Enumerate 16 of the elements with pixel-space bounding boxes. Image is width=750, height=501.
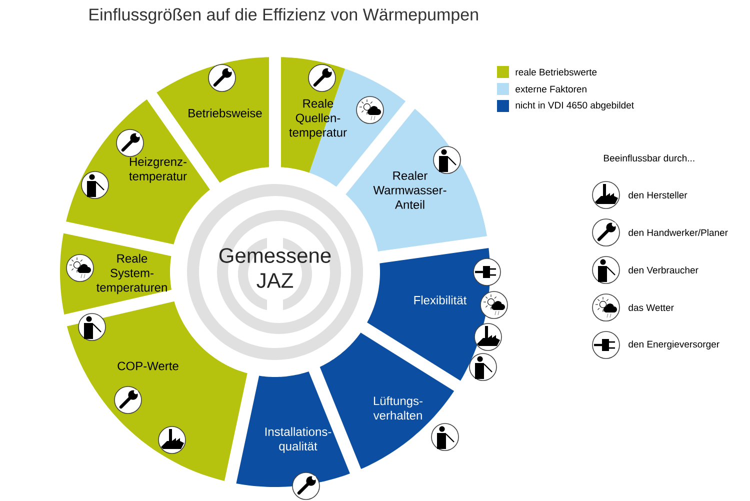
legend-label: externe Faktoren	[516, 86, 586, 92]
legend-label: den Hersteller	[628, 192, 688, 198]
legend-label: den Verbraucher	[628, 266, 698, 274]
node-label: Lüftungs- verhalten	[373, 396, 422, 420]
segment: Installations- qualität	[236, 371, 350, 487]
segment: Flexibilität	[367, 248, 490, 381]
segment: Realer Warmwasser- Anteil	[346, 108, 487, 252]
segment: COP-Werte	[66, 301, 248, 481]
legend-label: den Energieversorger	[628, 340, 720, 350]
title: Einflussgrößen auf die Effizienz von Wärmepumpen	[90, 8, 478, 24]
legend-label: nicht in VDI 4650 abgebildet	[516, 102, 634, 110]
node-label: Flexibilität	[414, 296, 467, 304]
legend-heading: Beeinflussbar durch...	[604, 154, 694, 162]
legend-label: reale Betriebswerte	[516, 68, 597, 76]
legend-label: den Handwerker/Planer	[628, 229, 728, 236]
legend-label: das Wetter	[628, 304, 674, 311]
